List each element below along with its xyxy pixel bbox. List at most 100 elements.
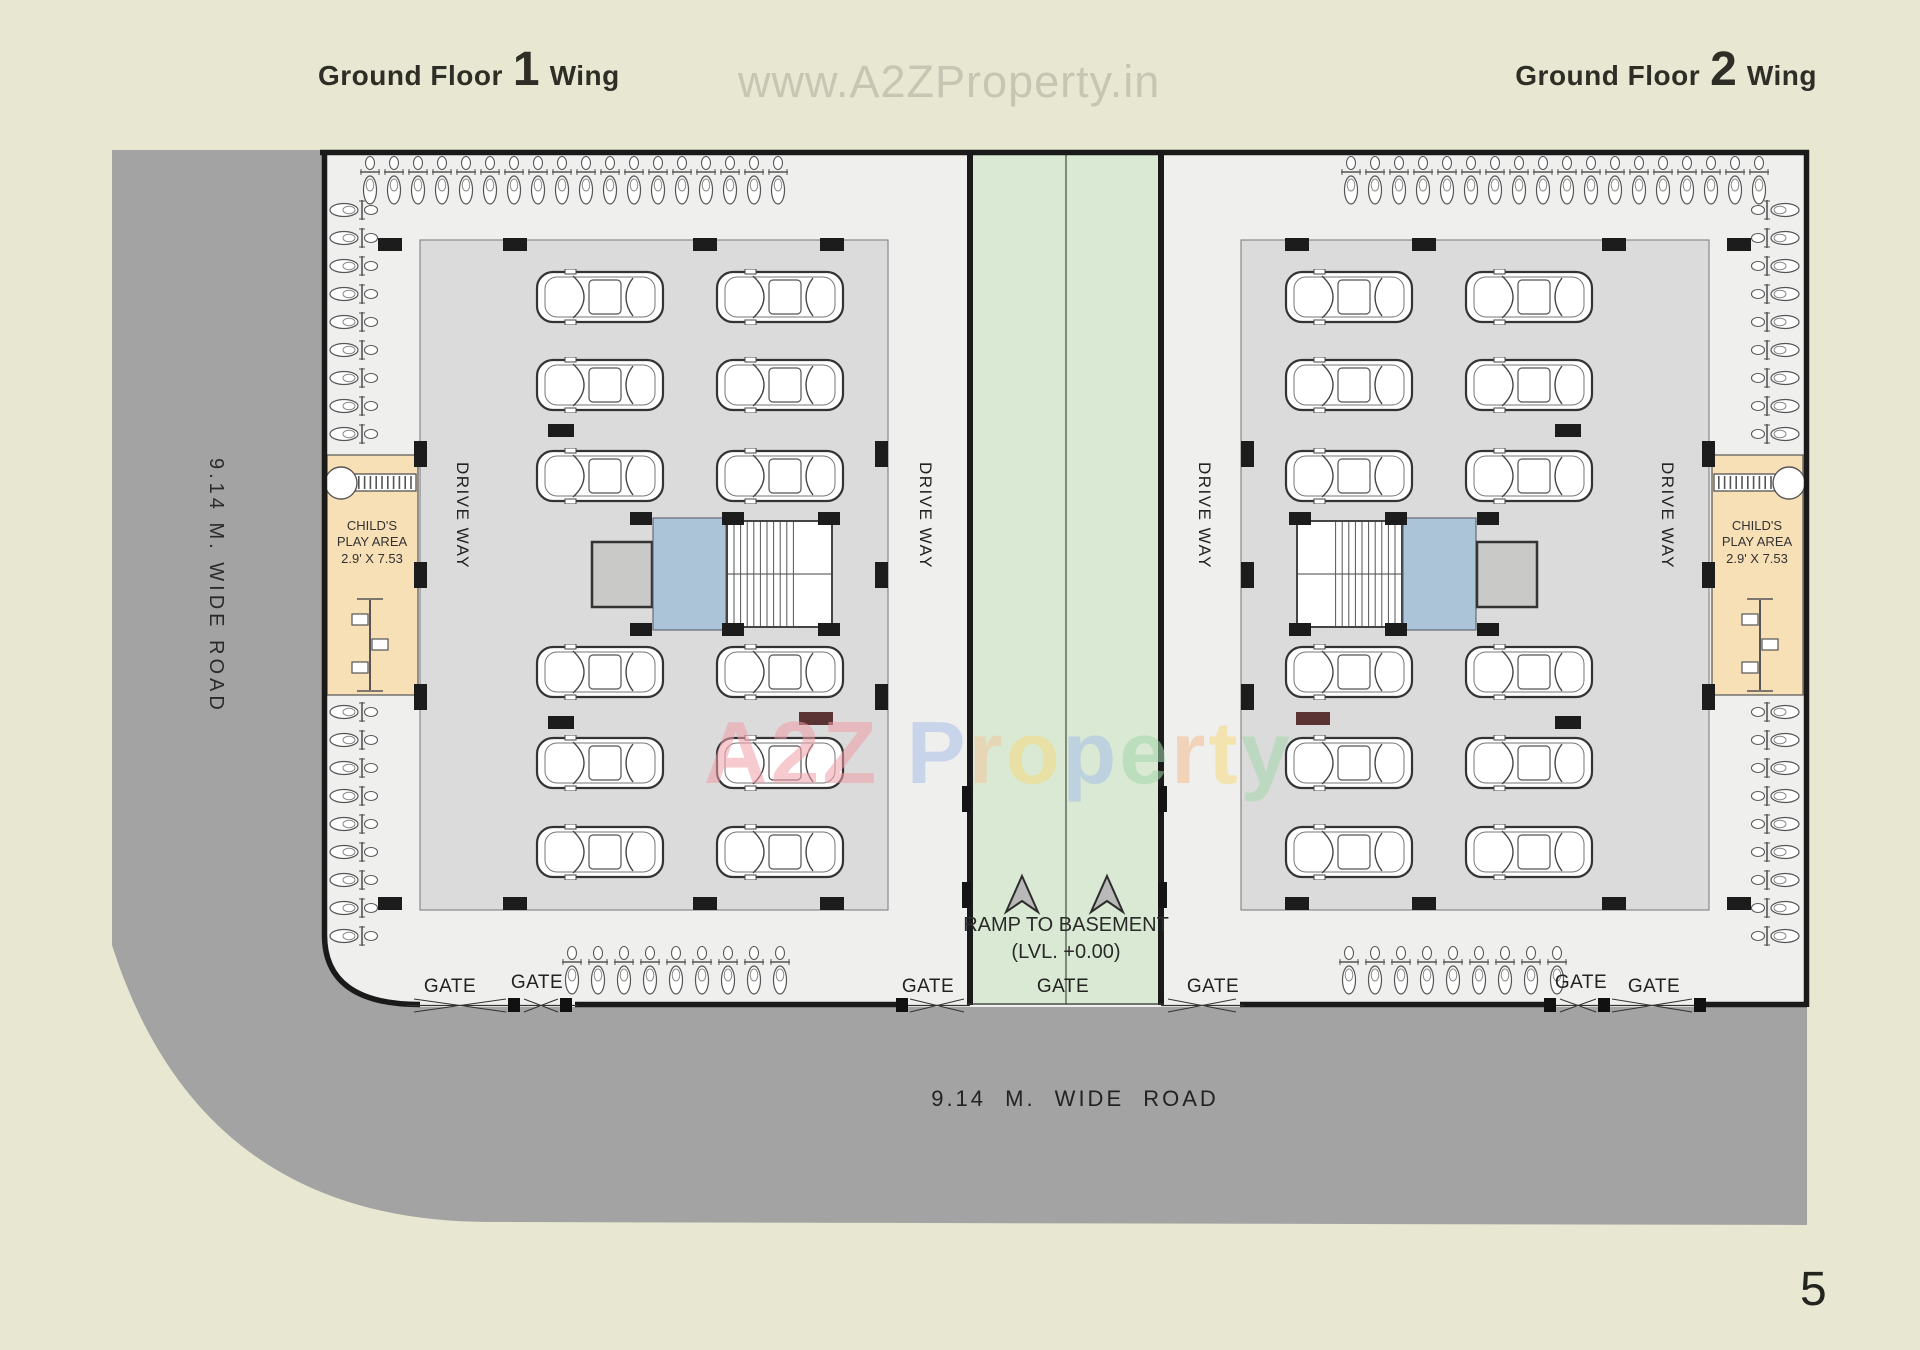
column-marker bbox=[1385, 512, 1407, 525]
column-marker bbox=[1555, 424, 1581, 437]
watermark-letter: 2 bbox=[770, 703, 823, 802]
gate-leaf bbox=[1611, 998, 1693, 1013]
gate-post bbox=[1694, 998, 1706, 1012]
driveway-label: DRIVE WAY bbox=[916, 462, 935, 570]
play-area-label: CHILD'S PLAY AREA 2.9' X 7.53 bbox=[1712, 518, 1802, 567]
gate-post bbox=[1544, 998, 1556, 1012]
watermark-letter bbox=[879, 703, 906, 802]
title-suffix: Wing bbox=[1746, 60, 1817, 91]
column-marker bbox=[722, 512, 744, 525]
column-marker bbox=[1289, 623, 1311, 636]
gate-label: GATE bbox=[1554, 972, 1608, 993]
gate-leaf bbox=[909, 998, 965, 1013]
car-icon bbox=[1464, 448, 1594, 504]
gate-label: GATE bbox=[423, 976, 477, 997]
column-marker bbox=[1285, 238, 1309, 251]
car-icon bbox=[1284, 357, 1414, 413]
gate-label: GATE bbox=[510, 972, 564, 993]
core-wing2 bbox=[1296, 517, 1539, 631]
play-area-line3: 2.9' X 7.53 bbox=[1726, 550, 1788, 566]
watermark-letter: r bbox=[1171, 703, 1209, 802]
column-marker bbox=[414, 441, 427, 467]
road-label-left: 9.14 M. WIDE ROAD bbox=[205, 458, 227, 714]
watermark-letter: p bbox=[1062, 703, 1120, 802]
car-icon bbox=[1284, 644, 1414, 700]
car-icon bbox=[1464, 357, 1594, 413]
column-marker bbox=[1385, 623, 1407, 636]
play-area-line3: 2.9' X 7.53 bbox=[341, 550, 403, 566]
play-area-line2: PLAY AREA bbox=[1721, 534, 1793, 550]
column-marker bbox=[722, 623, 744, 636]
car-icon bbox=[1284, 735, 1414, 791]
gate-leaf bbox=[1167, 998, 1237, 1013]
column-marker bbox=[630, 512, 652, 525]
car-icon bbox=[535, 735, 665, 791]
play-area-line2: PLAY AREA bbox=[336, 534, 408, 550]
title-wing-number: 1 bbox=[512, 43, 540, 96]
accent-block bbox=[799, 712, 833, 725]
column-marker bbox=[818, 512, 840, 525]
column-marker bbox=[693, 238, 717, 251]
column-marker bbox=[1702, 441, 1715, 467]
ramp-up-arrow-icon bbox=[1003, 873, 1041, 915]
car-icon bbox=[715, 269, 845, 325]
column-marker bbox=[1602, 238, 1626, 251]
watermark-letter: e bbox=[1119, 703, 1172, 802]
column-marker bbox=[1602, 897, 1626, 910]
gate-label: GATE bbox=[1036, 976, 1090, 997]
driveway-label: DRIVE WAY bbox=[453, 462, 472, 570]
ramp-line1: RAMP TO BASEMENT bbox=[963, 914, 1169, 936]
gate-baselines bbox=[407, 1003, 1702, 1007]
gate-label: GATE bbox=[1627, 976, 1681, 997]
column-marker bbox=[818, 623, 840, 636]
lift bbox=[1475, 540, 1539, 609]
seesaw-icon bbox=[351, 598, 389, 692]
title-wing-number: 2 bbox=[1710, 43, 1737, 96]
core-wing1 bbox=[590, 517, 833, 631]
ramp-wall-tab bbox=[962, 882, 971, 908]
car-icon bbox=[535, 824, 665, 880]
column-marker bbox=[414, 684, 427, 710]
car-icon bbox=[535, 448, 665, 504]
ramp-line2: (LVL. +0.00) bbox=[1011, 941, 1121, 963]
slide-icon bbox=[324, 466, 417, 500]
gate-post bbox=[508, 998, 520, 1012]
column-marker bbox=[378, 897, 402, 910]
gate-leaf bbox=[523, 998, 559, 1013]
column-marker bbox=[1702, 684, 1715, 710]
gate-leaf bbox=[1559, 998, 1597, 1013]
ramp-label: RAMP TO BASEMENT (LVL. +0.00) bbox=[963, 912, 1169, 966]
car-icon bbox=[1284, 269, 1414, 325]
lift bbox=[590, 540, 654, 609]
title-wing2: Ground Floor 2 Wing bbox=[1515, 46, 1817, 94]
column-marker bbox=[1241, 562, 1254, 588]
watermark-url: www.A2ZProperty.in bbox=[738, 56, 1161, 107]
column-marker bbox=[875, 562, 888, 588]
page-number: 5 bbox=[1800, 1263, 1827, 1316]
column-marker bbox=[693, 897, 717, 910]
car-icon bbox=[535, 357, 665, 413]
gate-leaf bbox=[413, 998, 507, 1013]
car-icon bbox=[715, 448, 845, 504]
car-icon bbox=[1464, 735, 1594, 791]
slide-icon bbox=[1713, 466, 1806, 500]
car-icon bbox=[1284, 824, 1414, 880]
gate-label: GATE bbox=[901, 976, 955, 997]
childs-play-area-wing1 bbox=[324, 454, 419, 696]
watermark-letter: P bbox=[906, 703, 969, 802]
watermark-letter: Z bbox=[822, 703, 880, 802]
column-marker bbox=[630, 623, 652, 636]
column-marker bbox=[820, 238, 844, 251]
gate-label: GATE bbox=[1186, 976, 1240, 997]
play-area-label: CHILD'S PLAY AREA 2.9' X 7.53 bbox=[327, 518, 417, 567]
play-area-line1: CHILD'S bbox=[1731, 518, 1783, 533]
column-marker bbox=[875, 441, 888, 467]
column-marker bbox=[1412, 897, 1436, 910]
column-marker bbox=[1477, 623, 1499, 636]
car-icon bbox=[1464, 824, 1594, 880]
ramp-wall-tab bbox=[1158, 882, 1167, 908]
ramp-up-arrow-icon bbox=[1088, 873, 1126, 915]
car-icon bbox=[535, 644, 665, 700]
